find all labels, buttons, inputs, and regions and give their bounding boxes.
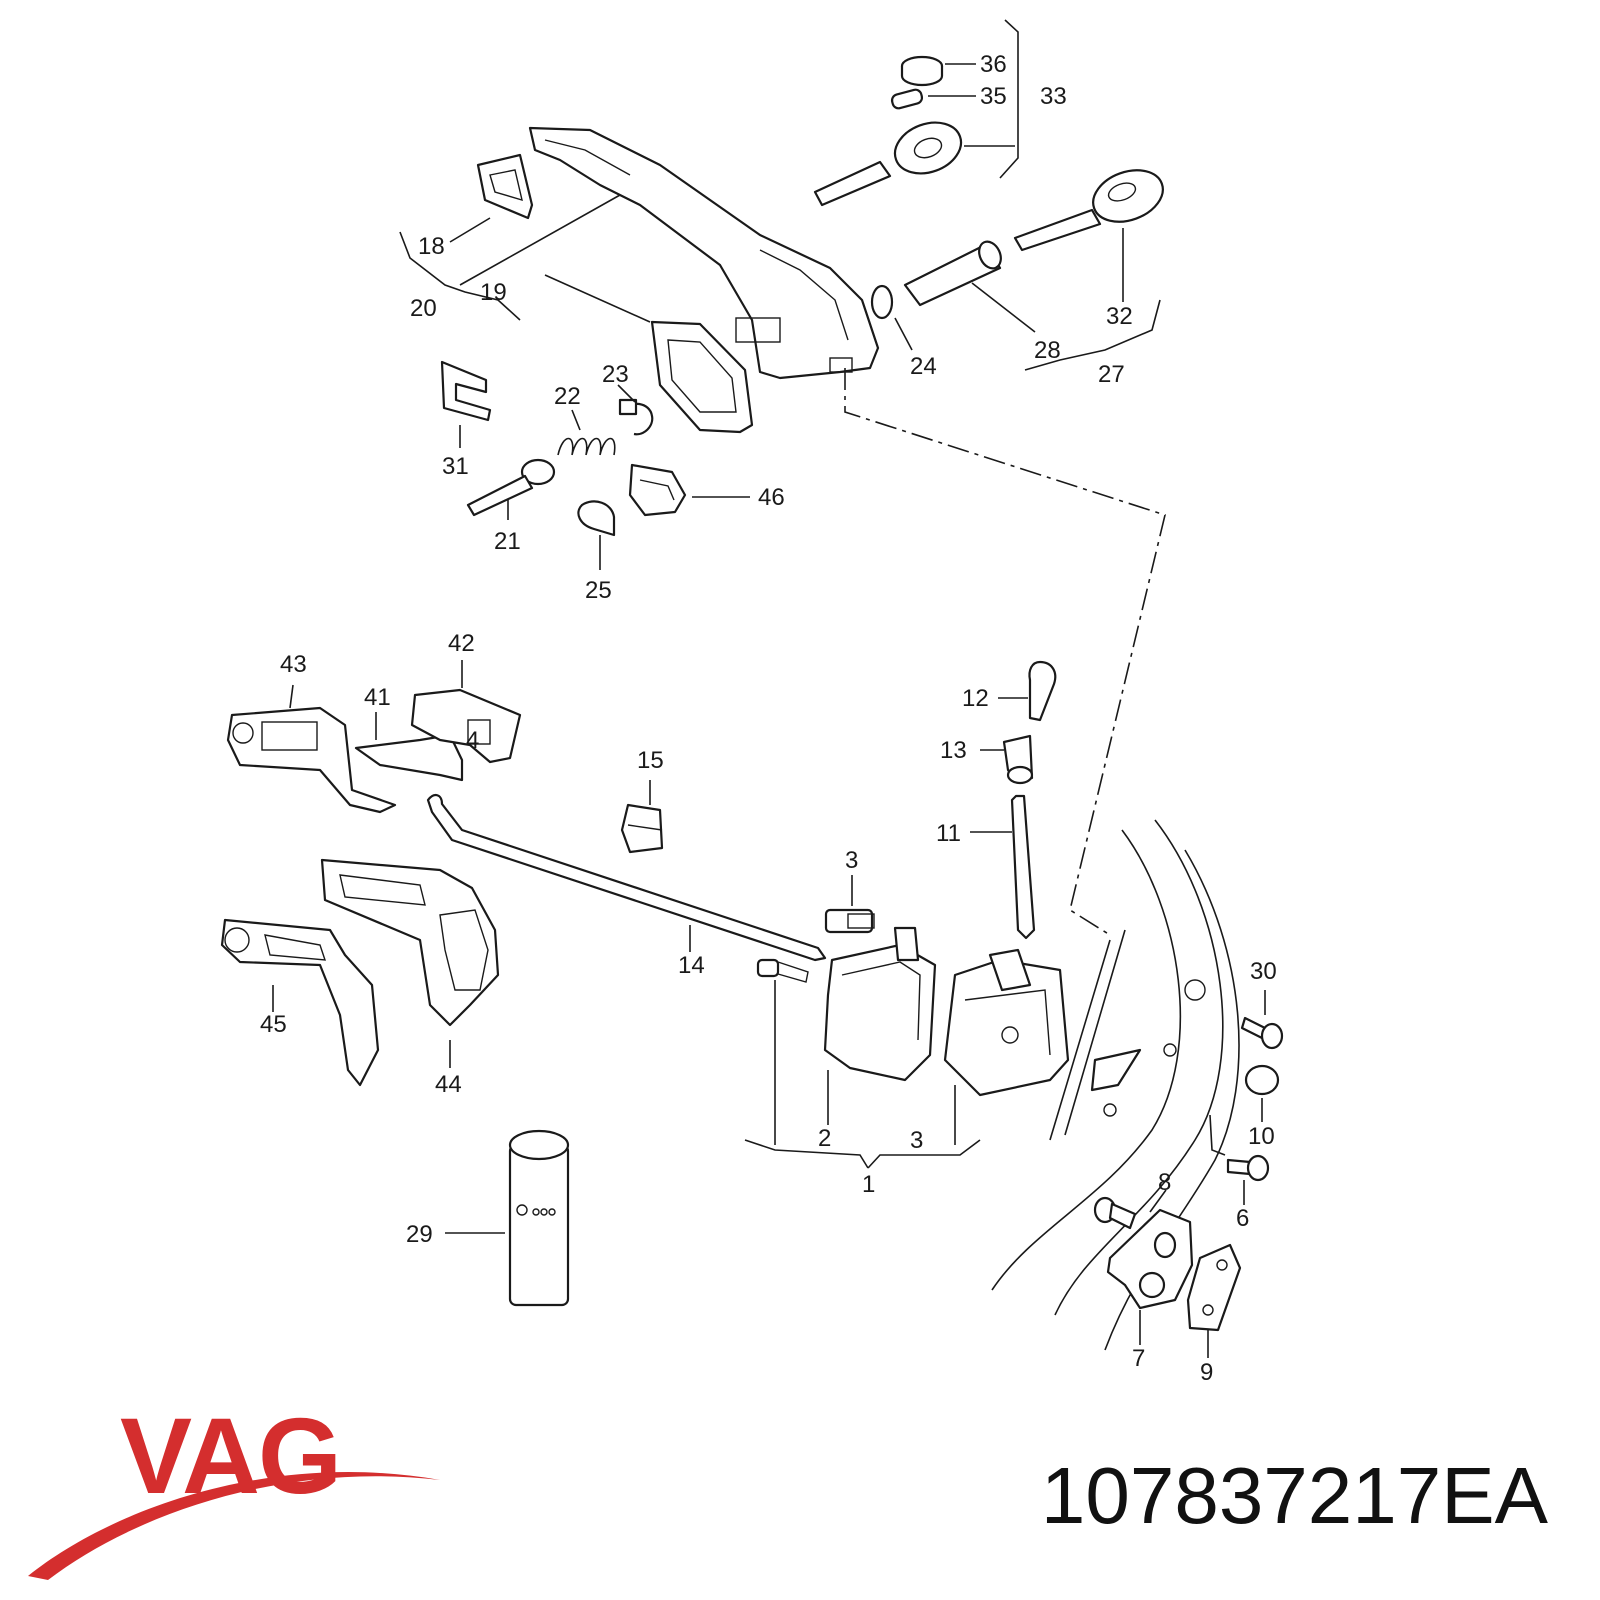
callout-42: 42: [448, 630, 475, 657]
callout-31: 31: [442, 453, 469, 480]
callout-46: 46: [758, 484, 785, 511]
bushing-part-15: [620, 803, 664, 854]
callout-23: 23: [602, 361, 629, 388]
callout-3-top: 3: [845, 847, 858, 874]
callout-15: 15: [637, 747, 664, 774]
vag-logo-swoosh: [28, 1472, 440, 1580]
callout-10: 10: [1248, 1123, 1275, 1150]
striker-part-7: [1106, 1208, 1194, 1310]
callout-20: 20: [410, 295, 437, 322]
lock-cylinder-part-28: [903, 240, 1002, 307]
key-part-32: [1013, 169, 1164, 252]
callout-36: 36: [980, 51, 1007, 78]
callout-1: 1: [862, 1171, 875, 1198]
screw-part-30: [1240, 1016, 1284, 1050]
lock-pin-part-35: [890, 88, 924, 110]
lock-actuator-part-2: [823, 926, 937, 1082]
lock-knob-part-12: [1028, 660, 1057, 722]
seal-ring-part-24: [870, 284, 894, 320]
callout-35: 35: [980, 83, 1007, 110]
handle-housing-part-44: [320, 858, 500, 1027]
callout-45: 45: [260, 1011, 287, 1038]
callout-11: 11: [936, 820, 961, 847]
grease-can-part-29: [508, 1129, 570, 1307]
bracket-part-42: [410, 688, 522, 764]
callout-12: 12: [962, 685, 989, 712]
callout-8: 8: [1158, 1169, 1171, 1196]
trim-part-45: [220, 918, 380, 1087]
callout-18: 18: [418, 233, 445, 260]
handle-gasket-part-19: [650, 320, 754, 434]
callout-24: 24: [910, 353, 937, 380]
callout-32: 32: [1106, 303, 1133, 330]
key-part-33: [813, 121, 963, 207]
rod-part-14: [426, 794, 827, 962]
callout-7: 7: [1132, 1345, 1145, 1372]
callout-27: 27: [1098, 361, 1125, 388]
bolt-part-2: [756, 958, 809, 983]
callout-labels: 36 35 33 18 20 19 32 24 28 27 23 22 31 2…: [260, 51, 1277, 1386]
callout-41: 41: [364, 684, 391, 711]
part-number: 107837217EA: [1040, 1451, 1548, 1540]
callout-6: 6: [1236, 1205, 1249, 1232]
connector-part-3: [824, 908, 875, 934]
callout-2: 2: [818, 1125, 831, 1152]
bolt-part-8: [1093, 1196, 1137, 1230]
lever-part-21: [466, 458, 556, 517]
lock-cap-part-36: [900, 55, 944, 87]
guide-part-13: [1002, 734, 1034, 785]
callout-43: 43: [280, 651, 307, 678]
callout-33: 33: [1040, 83, 1067, 110]
callout-21: 21: [494, 528, 521, 555]
callout-44: 44: [435, 1071, 462, 1098]
callout-14: 14: [678, 952, 705, 979]
callout-13: 13: [940, 737, 967, 764]
callout-3-bottom: 3: [910, 1127, 923, 1154]
callout-30: 30: [1250, 958, 1277, 985]
plate-part-9: [1186, 1243, 1242, 1332]
door-lock-part-3: [943, 948, 1070, 1097]
clip-part-31: [440, 360, 492, 422]
callout-9: 9: [1200, 1359, 1213, 1386]
screw-part-6: [1226, 1154, 1270, 1182]
callout-28: 28: [1034, 337, 1061, 364]
brand-logo-text: VAG: [120, 1395, 342, 1516]
outer-handle-part-20: [528, 126, 880, 380]
connection-line: [844, 368, 1166, 936]
cam-part-46: [628, 463, 687, 517]
callout-22: 22: [554, 383, 581, 410]
callout-29: 29: [406, 1221, 433, 1248]
plug-part-10: [1244, 1064, 1280, 1096]
handle-part-41: [354, 733, 464, 782]
spring-clip-part-23: [618, 398, 654, 436]
callout-4: 4: [466, 727, 479, 754]
retainer-part-25: [577, 500, 616, 537]
trim-part-43: [226, 706, 397, 814]
pull-rod-part-11: [1010, 794, 1036, 940]
callout-25: 25: [585, 577, 612, 604]
handle-seal-part-18: [476, 153, 534, 220]
leader-lines: [272, 19, 1266, 1358]
callout-19: 19: [480, 279, 507, 306]
spring-part-22: [557, 437, 616, 456]
